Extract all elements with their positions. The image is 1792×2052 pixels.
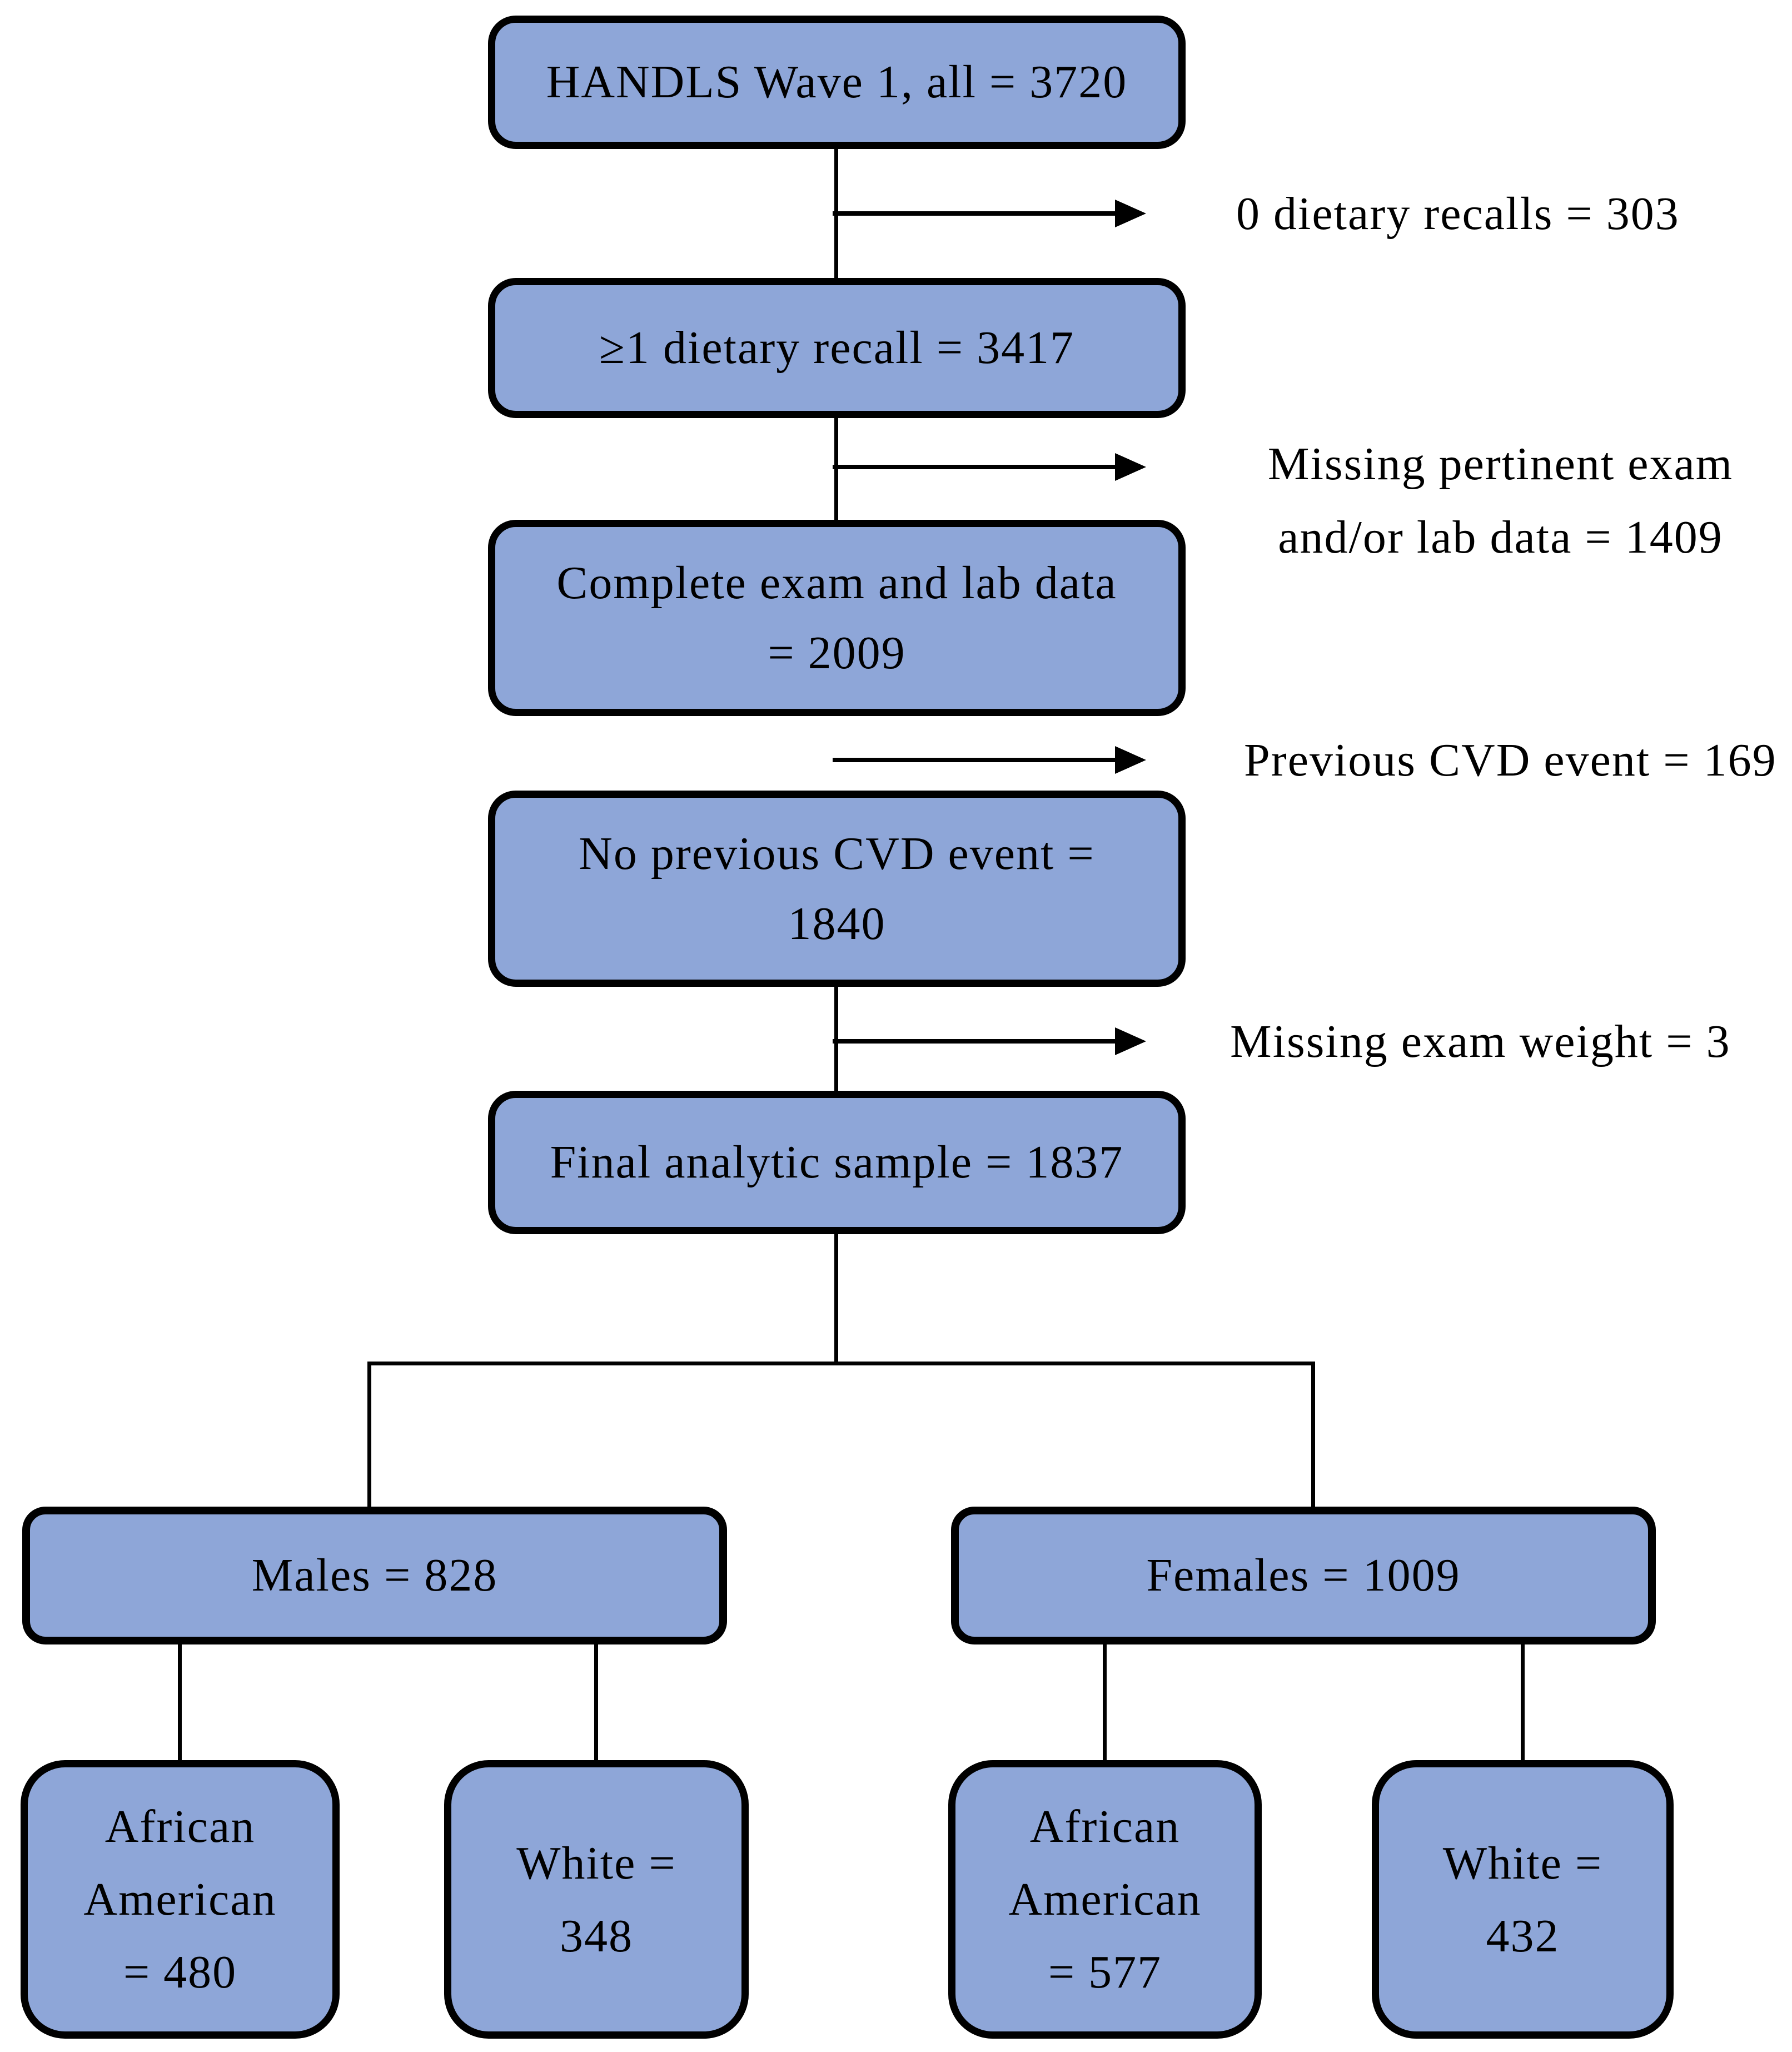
arrow-head-icon — [1115, 1027, 1146, 1055]
exclusion-label-missing-exam-lab: Missing pertinent exam and/or lab data =… — [1227, 428, 1774, 574]
connector-line — [1521, 1643, 1525, 1762]
connector-line — [1311, 1362, 1315, 1508]
flow-box-handls-wave1: HANDLS Wave 1, all = 3720 — [488, 16, 1186, 149]
flow-box-no-previous-cvd: No previous CVD event = 1840 — [488, 791, 1186, 987]
arrow-shaft — [833, 211, 1115, 216]
connector-line — [594, 1643, 598, 1762]
exclusion-text: Previous CVD event = 169 — [1244, 734, 1777, 786]
arrow-head-icon — [1115, 453, 1146, 481]
box-text-line: Final analytic sample = 1837 — [550, 1136, 1124, 1188]
arrow-shaft — [833, 758, 1115, 762]
connector-line — [367, 1362, 371, 1508]
box-text-line: White = — [516, 1837, 676, 1889]
exclusion-text: Missing exam weight = 3 — [1230, 1015, 1731, 1067]
exclusion-arrow — [833, 453, 1146, 481]
box-text-line: ≥1 dietary recall = 3417 — [599, 322, 1075, 374]
box-text-line: Females = 1009 — [1146, 1549, 1461, 1601]
flow-box-females: Females = 1009 — [951, 1507, 1656, 1644]
connector-line — [834, 984, 838, 1092]
exclusion-text: Missing pertinent exam — [1267, 438, 1734, 490]
box-text-line: 432 — [1486, 1910, 1560, 1962]
arrow-shaft — [833, 1039, 1115, 1044]
exclusion-text: and/or lab data = 1409 — [1278, 511, 1723, 563]
box-text-line: White = — [1442, 1837, 1603, 1889]
exclusion-arrow — [833, 200, 1146, 227]
flow-box-females-white: White = 432 — [1372, 1760, 1674, 2039]
flow-box-dietary-recall: ≥1 dietary recall = 3417 — [488, 278, 1186, 418]
box-text-line: Complete exam and lab data — [556, 557, 1117, 609]
branch-line — [367, 1362, 1315, 1365]
box-text-line: African — [1029, 1801, 1181, 1852]
box-text-line: African — [104, 1801, 256, 1852]
box-text-line: American — [83, 1874, 277, 1925]
connector-line — [1103, 1643, 1107, 1762]
flow-box-males-white: White = 348 — [444, 1760, 749, 2039]
arrow-shaft — [833, 465, 1115, 469]
exclusion-label-previous-cvd: Previous CVD event = 169 — [1244, 723, 1777, 797]
box-text-line: = 480 — [123, 1946, 237, 1998]
exclusion-label-no-recalls: 0 dietary recalls = 303 — [1236, 177, 1680, 250]
box-text-line: = 2009 — [768, 627, 906, 679]
connector-line — [178, 1643, 182, 1762]
connector-line — [834, 1231, 838, 1365]
flow-box-complete-exam-lab: Complete exam and lab data = 2009 — [488, 520, 1186, 716]
exclusion-arrow — [833, 1027, 1146, 1055]
flow-box-males-african-american: African American = 480 — [21, 1760, 340, 2039]
arrow-head-icon — [1115, 746, 1146, 774]
flow-box-final-sample: Final analytic sample = 1837 — [488, 1091, 1186, 1234]
box-text-line: HANDLS Wave 1, all = 3720 — [546, 56, 1128, 108]
exclusion-arrow — [833, 746, 1146, 774]
box-text-line: No previous CVD event = — [579, 827, 1095, 880]
box-text-line: = 577 — [1048, 1946, 1162, 1998]
exclusion-text: 0 dietary recalls = 303 — [1236, 187, 1680, 240]
box-text-line: 348 — [560, 1910, 633, 1962]
exclusion-label-missing-weight: Missing exam weight = 3 — [1230, 1005, 1731, 1078]
box-text-line: American — [1008, 1874, 1202, 1925]
flow-box-females-african-american: African American = 577 — [948, 1760, 1262, 2039]
flow-box-males: Males = 828 — [22, 1507, 727, 1644]
box-text-line: 1840 — [788, 897, 886, 950]
box-text-line: Males = 828 — [251, 1549, 498, 1601]
arrow-head-icon — [1115, 200, 1146, 227]
